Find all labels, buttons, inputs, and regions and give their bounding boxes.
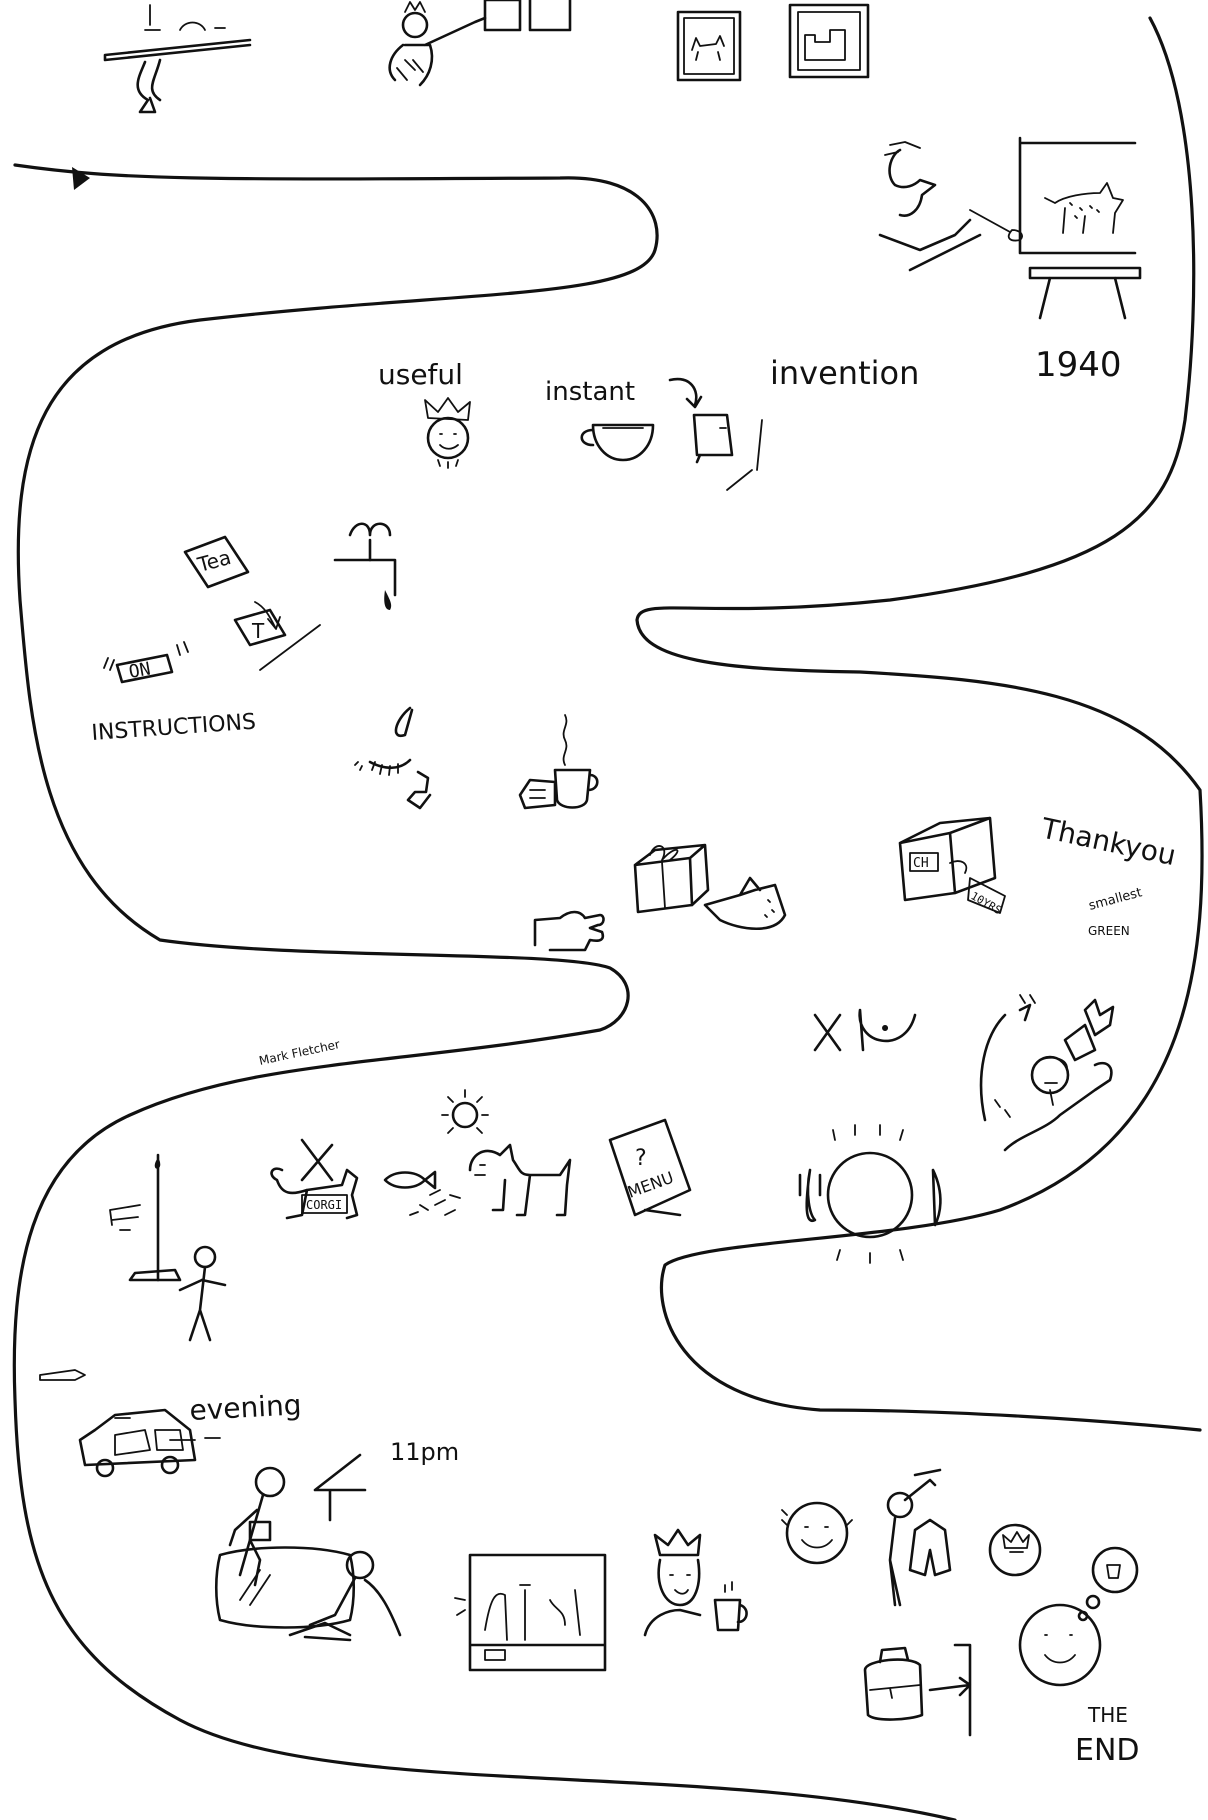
smiley-icon <box>782 1503 852 1563</box>
invention-label: invention <box>770 354 919 392</box>
fish-food-icon <box>385 1172 460 1215</box>
hand-icon <box>535 912 604 950</box>
parcel-icon: CH 10YRS <box>900 818 1005 917</box>
teacup-icon <box>582 425 653 460</box>
instant-label: instant <box>545 377 635 407</box>
closed-eye-icon <box>355 708 430 808</box>
person-coat-icon <box>888 1470 950 1605</box>
sun-icon <box>442 1090 488 1133</box>
menu-card-icon: ? MENU <box>610 1120 690 1215</box>
stick-person-icon <box>180 1247 225 1340</box>
end-label: END <box>1075 1733 1140 1768</box>
year-label: 1940 <box>1035 345 1122 385</box>
ch-label: CH <box>913 856 929 871</box>
lamp-post-icon <box>110 1155 180 1280</box>
thought-bubble-icon <box>990 1525 1137 1685</box>
queen-waving-icon <box>981 995 1113 1150</box>
hand-cup-icon <box>520 715 597 808</box>
road-outer-right <box>637 18 1202 1430</box>
smile-icon <box>860 1010 915 1050</box>
table-icon <box>105 5 250 112</box>
green-label: GREEN <box>1088 924 1130 938</box>
queen-cup-icon <box>645 1530 747 1635</box>
happy-dog-icon <box>470 1145 570 1215</box>
on-label: ON <box>127 658 152 682</box>
bag-door-icon <box>865 1645 970 1735</box>
road-arrow <box>72 167 90 190</box>
crossed-corgi-icon: CORGI <box>272 1140 357 1218</box>
arrow-icon <box>670 379 701 407</box>
cross-icon <box>815 1015 840 1050</box>
tea-packet-icon: Tea <box>185 537 280 629</box>
t-box-icon: T <box>235 610 320 670</box>
queen-face-icon <box>425 398 470 468</box>
chair-icon <box>315 1455 365 1520</box>
walking-person-icon <box>230 1468 284 1585</box>
castle-painting-icon <box>790 5 868 77</box>
gift-icon <box>635 845 708 912</box>
pointing-queen-icon <box>390 0 570 85</box>
car-icon <box>40 1370 195 1476</box>
thankyou-label: Thankyou <box>1038 811 1179 872</box>
on-switch-icon: ON <box>104 642 188 683</box>
painter-icon <box>880 142 1022 270</box>
signature-label: Mark Fletcher <box>258 1037 341 1068</box>
evening-label: evening <box>189 1388 303 1427</box>
corgi-label: CORGI <box>306 1198 342 1212</box>
instructions-label: INSTRUCTIONS <box>91 710 257 746</box>
time-label: 11pm <box>390 1438 459 1466</box>
jar-icon <box>694 415 762 490</box>
useful-label: useful <box>378 358 463 391</box>
smallest-label: smallest <box>1087 885 1144 914</box>
menu-q-label: ? <box>635 1146 647 1171</box>
tv-screen-icon <box>455 1555 605 1670</box>
menu-label: MENU <box>625 1168 676 1202</box>
t-box-label: T <box>251 619 265 643</box>
tap-icon <box>335 524 395 610</box>
dog-painting-icon <box>678 12 740 80</box>
evening-dash <box>170 1438 220 1440</box>
winding-road <box>14 18 1202 1820</box>
tea-label: Tea <box>194 545 233 577</box>
reaching-hand-icon <box>705 878 785 929</box>
road-outer-left <box>14 165 955 1820</box>
easel-dog-icon <box>1020 138 1140 318</box>
plate-cutlery-icon <box>800 1125 940 1263</box>
the-label: THE <box>1087 1703 1128 1727</box>
